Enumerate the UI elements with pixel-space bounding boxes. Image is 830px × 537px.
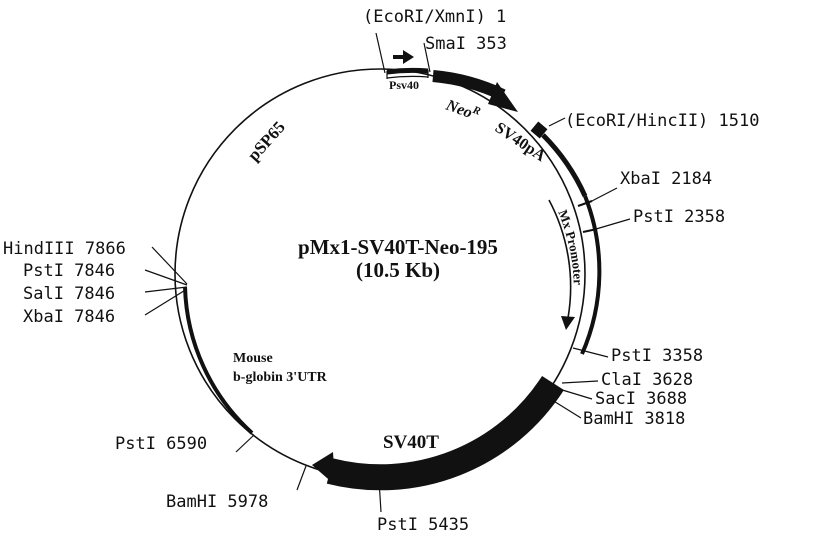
psv40-label: Psv40 (389, 78, 419, 92)
sv40t-label: SV40T (383, 432, 439, 453)
site-sali-7846: SalI 7846 (23, 284, 115, 304)
mx-promoter-arrow (548, 199, 575, 330)
mouse-utr-segment (183, 286, 254, 435)
site-xbai-7846: XbaI 7846 (23, 307, 115, 327)
site-psti-7846: PstI 7846 (23, 261, 115, 281)
site-psti-3358: PstI 3358 (611, 346, 703, 366)
psv40-segment (386, 67, 429, 79)
neor-segment (432, 70, 518, 112)
site-psti-2358: PstI 2358 (633, 207, 725, 227)
site-ecori-xmni: (EcoRI/XmnI) 1 (363, 7, 506, 27)
site-hindiii-7866: HindIII 7866 (3, 239, 126, 259)
plasmid-size: (10.5 Kb) (356, 258, 440, 282)
neor-label: NeoR (443, 95, 482, 125)
mx-segment (580, 195, 602, 355)
psp65-label: pSP65 (244, 118, 289, 165)
sv40pa-marker (530, 121, 548, 139)
site-smai: SmaI 353 (425, 34, 507, 54)
site-psti-6590: PstI 6590 (115, 434, 207, 454)
site-psti-5435: PstI 5435 (377, 515, 469, 535)
site-xbai-2184: XbaI 2184 (620, 169, 712, 189)
site-bamhi-3818: BamHI 3818 (583, 409, 685, 429)
mx-promoter-label: Mx Promoter (555, 208, 586, 286)
plasmid-name: pMx1-SV40T-Neo-195 (298, 235, 498, 259)
mouse-label-line1: Mouse (233, 351, 273, 366)
site-bamhi-5978: BamHI 5978 (166, 492, 268, 512)
sv40t-segment (312, 375, 564, 491)
site-ecori-hincii: (EcoRI/HincII) 1510 (565, 111, 759, 131)
sv40pa-segment (541, 133, 588, 198)
promoter-direction-arrow-icon (393, 50, 414, 64)
site-saci-3688: SacI 3688 (595, 389, 687, 409)
mouse-label-line2: b-globin 3'UTR (233, 370, 328, 385)
site-clai-3628: ClaI 3628 (601, 370, 693, 390)
